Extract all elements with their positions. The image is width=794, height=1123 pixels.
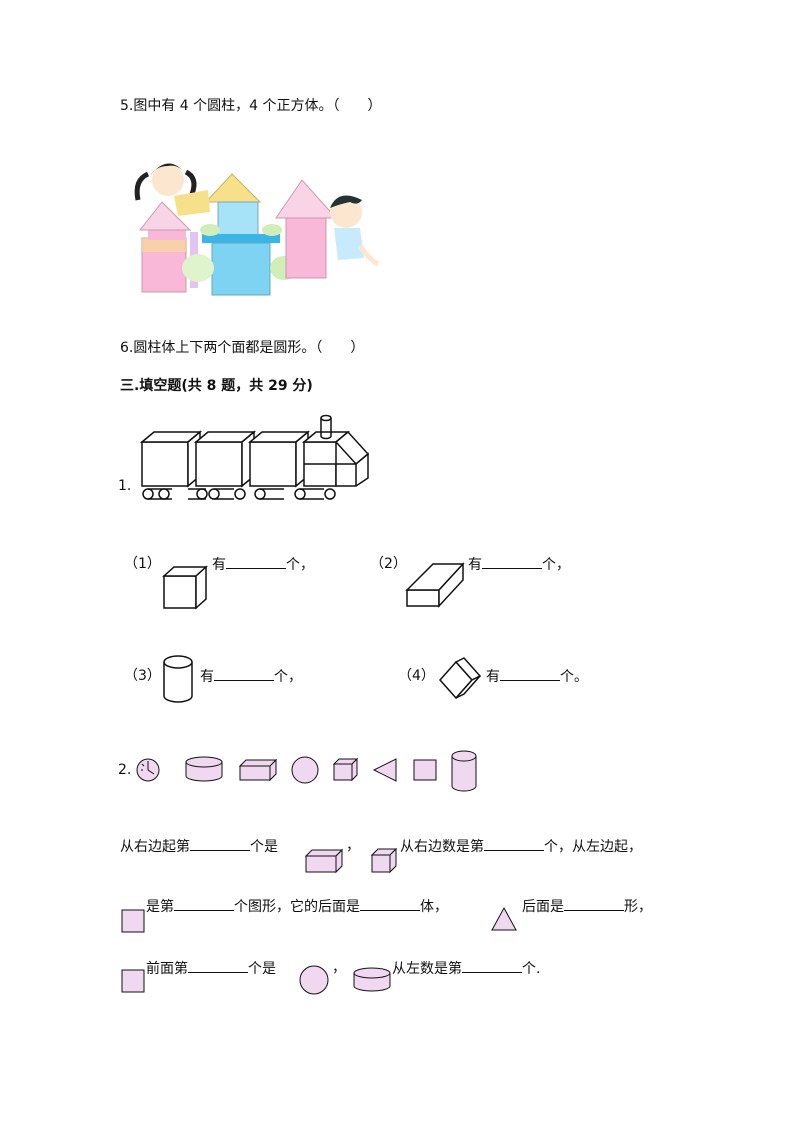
fill-1-item-4-label: （4） bbox=[398, 668, 435, 684]
cube-icon bbox=[162, 564, 208, 610]
fill-1-answer-3[interactable] bbox=[214, 666, 274, 681]
fill-1-item-3-label: （3） bbox=[124, 668, 161, 684]
fill-2-answer-6[interactable] bbox=[188, 958, 248, 973]
fill-2-answer-2[interactable] bbox=[484, 836, 544, 851]
fill-1-item-1-label: （1） bbox=[124, 556, 161, 572]
fill-1-number: 1. bbox=[118, 478, 132, 494]
circle-shape-icon bbox=[298, 964, 330, 996]
fill-2-answer-3[interactable] bbox=[174, 896, 234, 911]
fill-1-answer-2[interactable] bbox=[482, 554, 542, 569]
flat-cylinder-shape-icon bbox=[352, 966, 392, 994]
fill-1-item-3-text: 有个， bbox=[200, 666, 302, 687]
fill-1-item-2-text: 有个， bbox=[468, 554, 570, 575]
question-5: 5.图中有 4 个圆柱，4 个正方体。（ ） bbox=[120, 98, 382, 114]
question-6: 6.圆柱体上下两个面都是圆形。（ ） bbox=[120, 340, 365, 356]
triangle-shape-icon bbox=[490, 906, 518, 932]
train-figure bbox=[134, 410, 374, 510]
square-shape-icon bbox=[120, 908, 146, 934]
blocks-illustration bbox=[128, 150, 384, 300]
cube-shape-icon bbox=[370, 846, 398, 874]
fill-1-item-4-text: 有个。 bbox=[486, 666, 588, 687]
fill-2-line-1a: 从右边起第个是 bbox=[120, 836, 278, 857]
fill-2-line-1b: 从右边数是第个，从左边起， bbox=[400, 836, 642, 857]
fill-2-line-2a: 是第个图形，它的后面是体， bbox=[146, 896, 448, 917]
fill-2-answer-1[interactable] bbox=[190, 836, 250, 851]
fill-1-answer-1[interactable] bbox=[226, 554, 286, 569]
cuboid-shape-icon bbox=[304, 846, 344, 874]
cuboid-icon bbox=[405, 560, 465, 610]
fill-2-line-2b: 后面是形， bbox=[522, 896, 652, 917]
fill-2-number: 2. bbox=[118, 762, 132, 778]
fill-2-answer-5[interactable] bbox=[564, 896, 624, 911]
fill-2-answer-4[interactable] bbox=[360, 896, 420, 911]
shapes-row bbox=[134, 748, 480, 794]
fill-2-answer-7[interactable] bbox=[462, 958, 522, 973]
fill-1-answer-4[interactable] bbox=[500, 666, 560, 681]
square-shape-icon-2 bbox=[120, 968, 146, 994]
fill-1-item-2-label: （2） bbox=[370, 556, 407, 572]
fill-2-comma-1: ， bbox=[346, 838, 360, 854]
cylinder-icon bbox=[160, 654, 196, 706]
fill-1-item-1-text: 有个， bbox=[212, 554, 314, 575]
tilted-cube-icon bbox=[434, 656, 484, 702]
fill-2-comma-2: ， bbox=[332, 960, 346, 976]
fill-2-line-3b: 从左数是第个. bbox=[392, 958, 540, 979]
fill-2-line-3a: 前面第个是 bbox=[146, 958, 276, 979]
section-title: 三.填空题(共 8 题，共 29 分) bbox=[120, 378, 313, 394]
